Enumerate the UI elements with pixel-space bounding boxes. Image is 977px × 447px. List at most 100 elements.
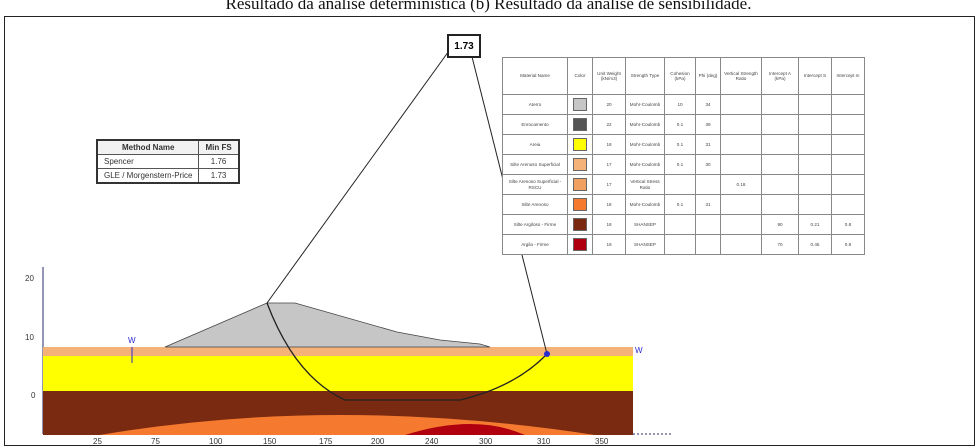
- material-s: [798, 114, 832, 135]
- material-a: [761, 94, 799, 115]
- materials-column-header: Color: [567, 57, 593, 95]
- factor-of-safety-label: 1.73: [447, 34, 481, 58]
- material-m: 0.8: [831, 234, 865, 255]
- material-color-cell: [567, 154, 593, 175]
- material-a: 90: [761, 214, 799, 235]
- material-vsr: [720, 194, 762, 215]
- material-name: Aterro: [502, 94, 568, 115]
- slope-cross-section: W W 20 10 0 25 75 100 150 175 200 240 30…: [25, 36, 673, 445]
- material-cohesion: [664, 234, 696, 255]
- material-color-cell: [567, 114, 593, 135]
- material-color-cell: [567, 214, 593, 235]
- materials-column-header: Unit Weight (kN/m3): [592, 57, 626, 95]
- materials-column-header: Phi (deg): [695, 57, 721, 95]
- material-unit-weight: 22: [592, 114, 626, 135]
- material-vsr: [720, 214, 762, 235]
- material-a: [761, 134, 799, 155]
- methods-table: Method Name Min FS Spencer 1.76 GLE / Mo…: [96, 139, 240, 184]
- material-s: 0.45: [798, 234, 832, 255]
- material-vsr: [720, 234, 762, 255]
- x-tick-label: 350: [595, 437, 609, 445]
- material-phi: 34: [695, 94, 721, 115]
- material-strength-type: Mohr-Coulomb: [625, 134, 665, 155]
- material-strength-type: SHANSEP: [625, 234, 665, 255]
- material-name: Silte Arenoso Superficial: [502, 154, 568, 175]
- figure-caption: Resultado da análise determinística (b) …: [225, 0, 752, 13]
- materials-column-header: Intercept S: [798, 57, 832, 95]
- material-vsr: 0.18: [720, 174, 762, 195]
- material-strength-type: SHANSEP: [625, 214, 665, 235]
- material-s: [798, 174, 832, 195]
- material-phi: [695, 174, 721, 195]
- x-tick-labels: 25 75 100 150 175 200 240 300 310 350: [93, 437, 609, 445]
- material-s: [798, 134, 832, 155]
- material-color-swatch: [573, 238, 587, 251]
- material-m: 0.8: [831, 214, 865, 235]
- method-name-header: Method Name: [96, 139, 200, 155]
- material-cohesion: 10: [664, 94, 696, 115]
- material-color-swatch: [573, 118, 587, 131]
- materials-column-header: Intercept m: [831, 57, 865, 95]
- material-s: 0.21: [798, 214, 832, 235]
- material-unit-weight: 17: [592, 174, 626, 195]
- material-color-swatch: [573, 178, 587, 191]
- material-name: Silte Arenoso Superficial - RSCU: [502, 174, 568, 195]
- material-name: Argila - Firme: [502, 234, 568, 255]
- material-s: [798, 194, 832, 215]
- material-cohesion: 0.1: [664, 194, 696, 215]
- material-cohesion: 0.1: [664, 134, 696, 155]
- table-row: GLE / Morgenstern-Price 1.73: [96, 168, 240, 184]
- x-tick-label: 310: [537, 437, 551, 445]
- material-a: [761, 154, 799, 175]
- water-table-label-left: W: [128, 336, 136, 345]
- slip-exit-marker: [544, 351, 550, 357]
- material-phi: [695, 214, 721, 235]
- materials-column-header: Vertical Strength Ratio: [720, 57, 762, 95]
- clay-lens: [405, 424, 525, 435]
- x-tick-label: 175: [319, 437, 333, 445]
- material-name: Silte Argiloso - Firme: [502, 214, 568, 235]
- materials-column-header: Cohesion (kPa): [664, 57, 696, 95]
- material-color-swatch: [573, 98, 587, 111]
- material-cohesion: 0.1: [664, 154, 696, 175]
- material-unit-weight: 18: [592, 214, 626, 235]
- x-tick-label: 200: [371, 437, 385, 445]
- fs-leader-left: [266, 36, 460, 304]
- material-color-swatch: [573, 218, 587, 231]
- surface-silt-layer: [43, 347, 633, 356]
- water-table-label-right: W: [635, 346, 643, 355]
- table-row: Spencer 1.76: [96, 154, 240, 169]
- material-strength-type: Mohr-Coulomb: [625, 194, 665, 215]
- x-tick-label: 75: [151, 437, 160, 445]
- material-vsr: [720, 154, 762, 175]
- material-m: [831, 174, 865, 195]
- material-m: [831, 194, 865, 215]
- y-tick-label: 20: [25, 274, 34, 283]
- material-unit-weight: 19: [592, 234, 626, 255]
- x-tick-label: 25: [93, 437, 102, 445]
- material-s: [798, 154, 832, 175]
- material-a: 70: [761, 234, 799, 255]
- material-unit-weight: 17: [592, 154, 626, 175]
- material-a: [761, 174, 799, 195]
- material-strength-type: Mohr-Coulomb: [625, 154, 665, 175]
- method-name: GLE / Morgenstern-Price: [96, 168, 200, 184]
- material-strength-type: Mohr-Coulomb: [625, 114, 665, 135]
- material-color-cell: [567, 94, 593, 115]
- model-frame: W W 20 10 0 25 75 100 150 175 200 240 30…: [4, 16, 975, 446]
- critical-slip-surface: [266, 302, 548, 401]
- material-vsr: [720, 134, 762, 155]
- min-fs-value: 1.73: [198, 168, 240, 184]
- x-tick-label: 240: [425, 437, 439, 445]
- material-phi: 31: [695, 194, 721, 215]
- embankment-fill: [164, 302, 491, 348]
